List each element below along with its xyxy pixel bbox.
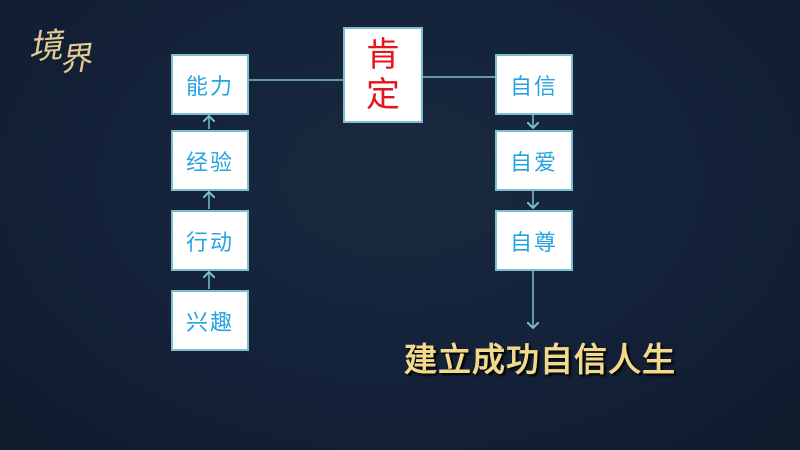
box-self-respect: 自尊	[495, 210, 573, 271]
box-label: 行动	[185, 230, 234, 256]
box-interest: 兴趣	[171, 290, 249, 351]
center-char: 肯	[366, 35, 400, 75]
box-label: 兴趣	[185, 310, 234, 336]
box-label: 经验	[185, 150, 234, 176]
box-experience: 经验	[171, 130, 249, 191]
center-char: 定	[366, 75, 400, 115]
box-confidence: 自信	[495, 54, 573, 115]
box-ability: 能力	[171, 54, 249, 115]
slogan: 建立成功自信人生	[404, 340, 676, 379]
box-self-love: 自爱	[495, 130, 573, 191]
box-label: 自信	[509, 74, 558, 100]
box-action: 行动	[171, 210, 249, 271]
box-label: 能力	[185, 74, 234, 100]
box-label: 自尊	[509, 230, 558, 256]
box-label: 自爱	[509, 150, 558, 176]
box-affirmation: 肯 定	[343, 27, 423, 123]
